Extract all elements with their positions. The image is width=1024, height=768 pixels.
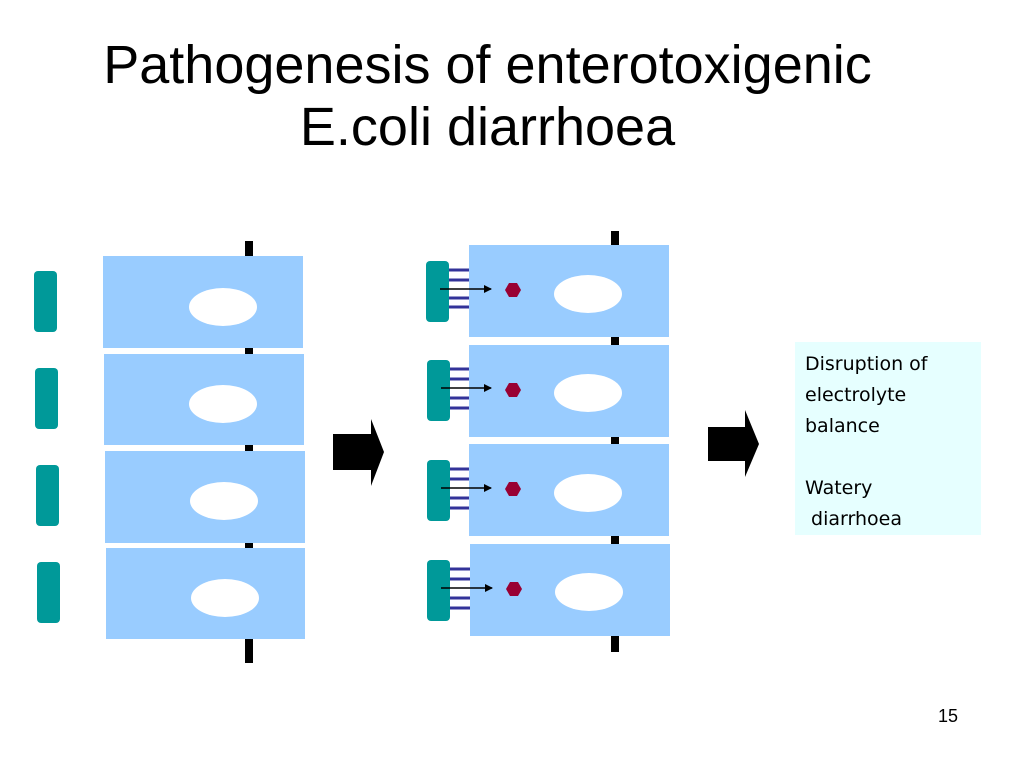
ecoli-bacterium (37, 562, 60, 623)
cell-nucleus (190, 482, 258, 520)
pili (450, 467, 469, 510)
outcome-line: Disruption of (805, 353, 928, 375)
page-number: 15 (938, 706, 959, 726)
title-line-2: E.coli diarrhoea (299, 97, 676, 157)
cell-nucleus (554, 275, 622, 313)
toxin-hexagon (506, 582, 522, 596)
cell-nucleus (191, 579, 259, 617)
attached-bacterium-2 (427, 360, 521, 421)
toxin-hexagon (505, 482, 521, 496)
slide-title: Pathogenesis of enterotoxigenic E.coli d… (0, 34, 975, 158)
ecoli-bacterium (427, 560, 450, 621)
ecoli-bacterium (34, 271, 57, 332)
title-line-1: Pathogenesis of enterotoxigenic (103, 35, 872, 95)
outcome-line: diarrhoea (805, 508, 902, 530)
ecoli-bacterium (427, 460, 450, 521)
cell-nucleus (189, 288, 257, 326)
toxin-hexagon (505, 383, 521, 397)
attached-bacterium-1 (426, 261, 521, 322)
cell-nucleus (554, 374, 622, 412)
cell-nucleus (554, 474, 622, 512)
outcome-line: electrolyte (805, 384, 907, 406)
ecoli-bacterium (35, 368, 58, 429)
attached-bacterium-3 (427, 460, 521, 521)
process-arrow-1 (333, 419, 384, 486)
outcome-line: Watery (805, 477, 873, 499)
pili (450, 567, 470, 610)
epithelium-before (103, 241, 305, 663)
ecoli-bacterium (36, 465, 59, 526)
pili (450, 367, 469, 410)
ecoli-bacterium (427, 360, 450, 421)
process-arrow-2 (708, 410, 759, 477)
cell-nucleus (189, 385, 257, 423)
cell-nucleus (555, 573, 623, 611)
toxin-hexagon (505, 283, 521, 297)
outcome-box: Disruption of electrolyte balance Watery… (795, 342, 981, 535)
attached-bacterium-4 (427, 560, 522, 621)
pili (449, 268, 469, 309)
paragraph-gap (805, 442, 971, 473)
epithelium-after (469, 231, 670, 652)
free-bacteria (34, 271, 60, 623)
outcome-line: balance (805, 415, 880, 437)
ecoli-bacterium (426, 261, 449, 322)
